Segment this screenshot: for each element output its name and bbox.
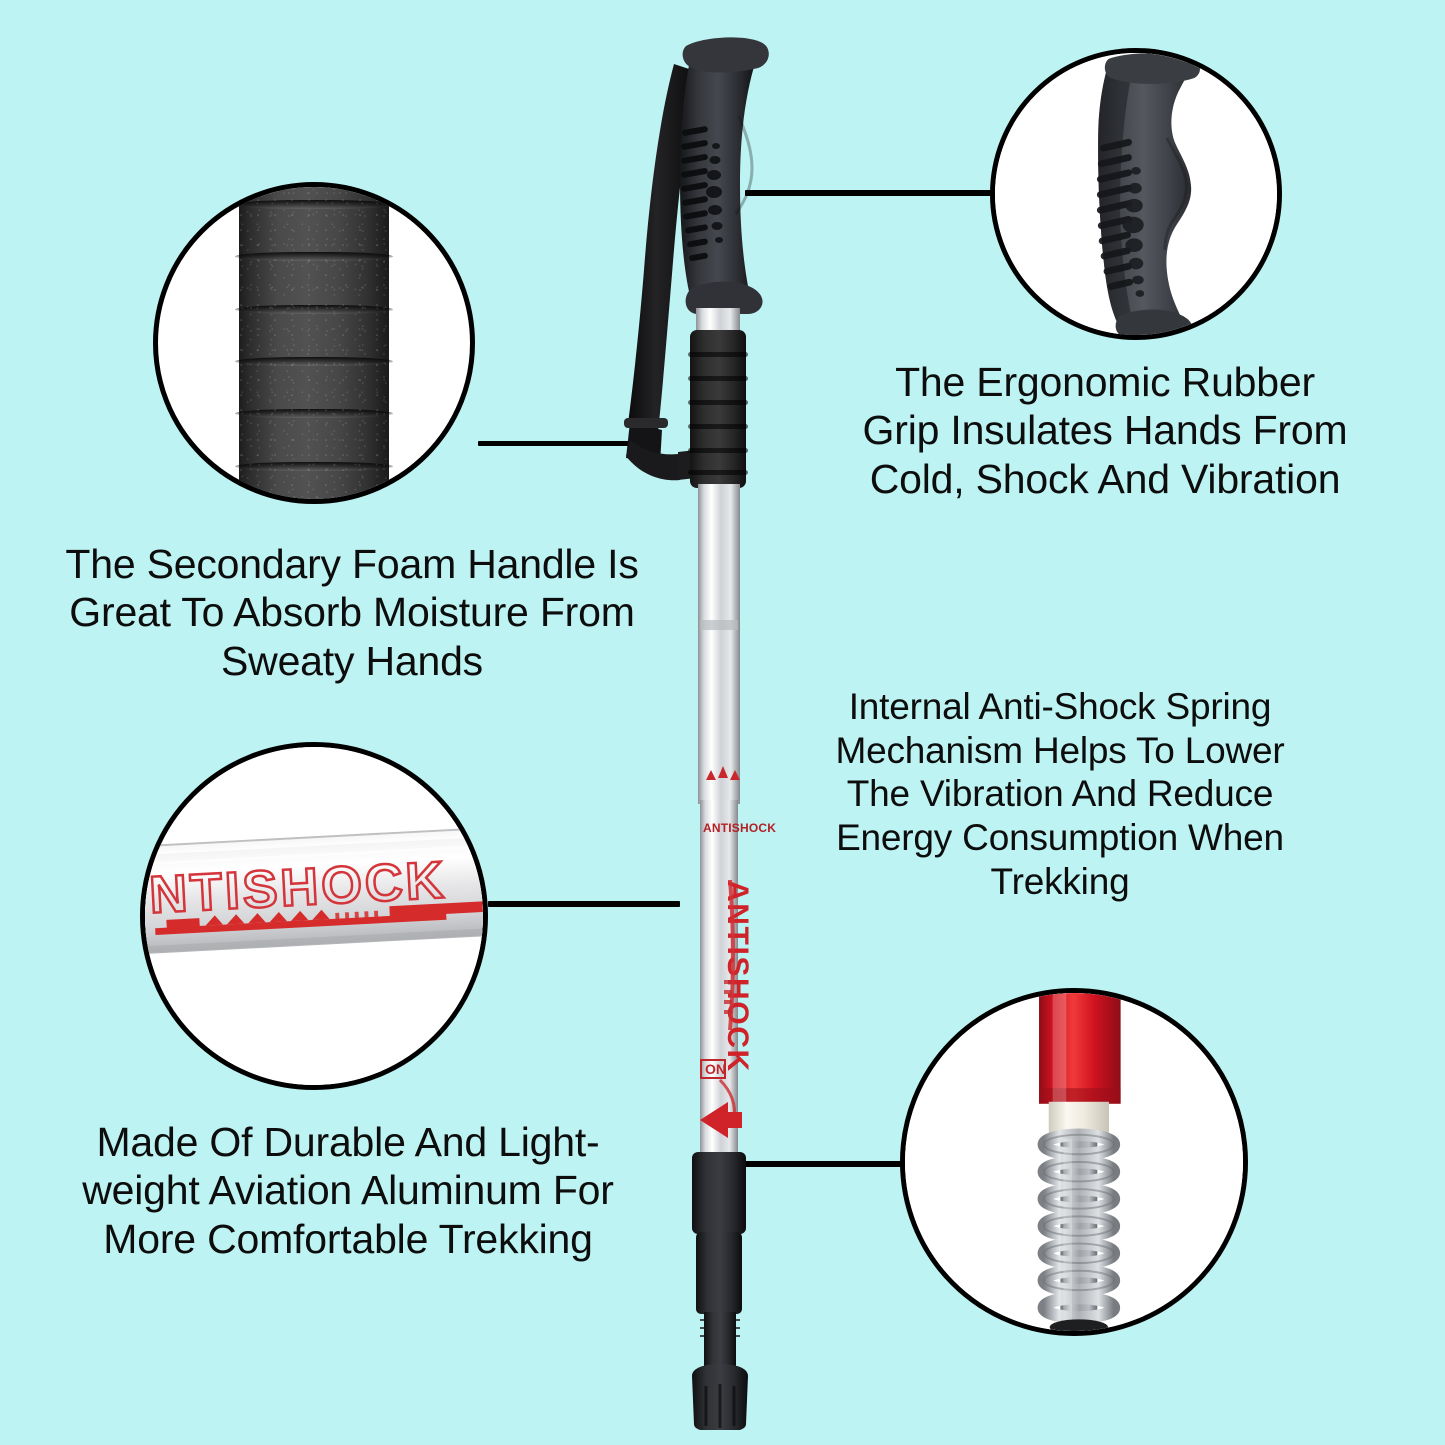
foam-cylinder [235,187,393,499]
caption-anti-shock-spring: Internal Anti-Shock Spring Mechanism Hel… [835,686,1285,902]
callout-foam-handle [153,182,475,504]
leader-line-spring [735,1161,903,1167]
callout-antishock-tube: NTISHOCK [140,742,488,1090]
caption-ergonomic-rubber-grip: The Ergonomic Rubber Grip Insulates Hand… [862,359,1348,502]
callout-antishock-spring [900,988,1248,1336]
trekking-pole-product-image: ANTISHOCK ANTISHOCK ON [600,20,800,1430]
pole-tip [692,1152,748,1430]
leader-line-rubber-grip [745,190,993,196]
leader-line-foam-handle [478,441,660,446]
caption-foam-handle: The Secondary Foam Handle Is Great To Ab… [65,541,639,684]
grip-collar [696,308,740,334]
foam-handle [688,330,748,488]
caption-aviation-aluminum: Made Of Durable And Light- weight Aviati… [82,1119,614,1262]
shaft-small-brand: ANTISHOCK [703,821,776,835]
shaft-brand-vertical: ANTISHOCK [721,880,754,1073]
callout-rubber-grip [990,48,1282,340]
foam-texture [239,187,389,499]
lower-shaft: ANTISHOCK ANTISHOCK ON [700,766,776,1178]
antishock-tube-illustration: NTISHOCK [145,747,483,1085]
upper-shaft [698,484,740,804]
shaft-mode-label: ON [705,1061,726,1077]
rubber-grip-illustration [995,53,1277,335]
spring-illustration [905,993,1243,1331]
pole-grip [680,37,769,314]
leader-line-antishock-tube [488,901,680,907]
pole-illustration: ANTISHOCK ANTISHOCK ON [624,37,776,1430]
